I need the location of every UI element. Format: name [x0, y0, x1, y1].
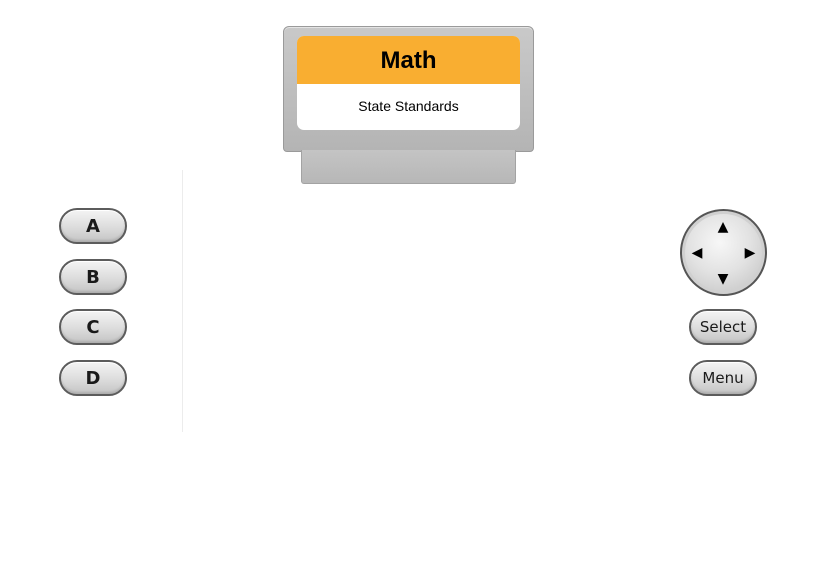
arrow-right-icon[interactable]: ▶ — [744, 245, 756, 261]
cartridge-connector — [301, 150, 516, 184]
select-button[interactable]: Select — [689, 309, 757, 345]
cartridge-label-body: State Standards — [297, 84, 520, 130]
answer-a-label: A — [86, 215, 100, 237]
answer-c-button[interactable]: C — [59, 309, 127, 345]
arrow-down-icon[interactable]: ▼ — [717, 271, 729, 287]
answer-b-label: B — [86, 266, 100, 288]
game-cartridge: Math State Standards — [283, 26, 534, 184]
arrow-up-icon[interactable]: ▲ — [717, 219, 729, 235]
cartridge-label: Math State Standards — [297, 36, 520, 130]
answer-d-button[interactable]: D — [59, 360, 127, 396]
left-panel-divider — [182, 170, 183, 432]
select-label: Select — [699, 318, 747, 336]
cartridge-label-header: Math — [297, 36, 520, 84]
menu-label: Menu — [702, 369, 744, 387]
answer-d-label: D — [85, 367, 101, 389]
cartridge-title: Math — [380, 46, 437, 74]
answer-a-button[interactable]: A — [59, 208, 127, 244]
menu-button[interactable]: Menu — [689, 360, 757, 396]
answer-b-button[interactable]: B — [59, 259, 127, 295]
cartridge-subtitle: State Standards — [358, 98, 459, 114]
directional-pad[interactable]: ▲ ◀ ▶ ▼ — [680, 209, 767, 296]
arrow-left-icon[interactable]: ◀ — [691, 245, 703, 261]
answer-c-label: C — [86, 316, 100, 338]
